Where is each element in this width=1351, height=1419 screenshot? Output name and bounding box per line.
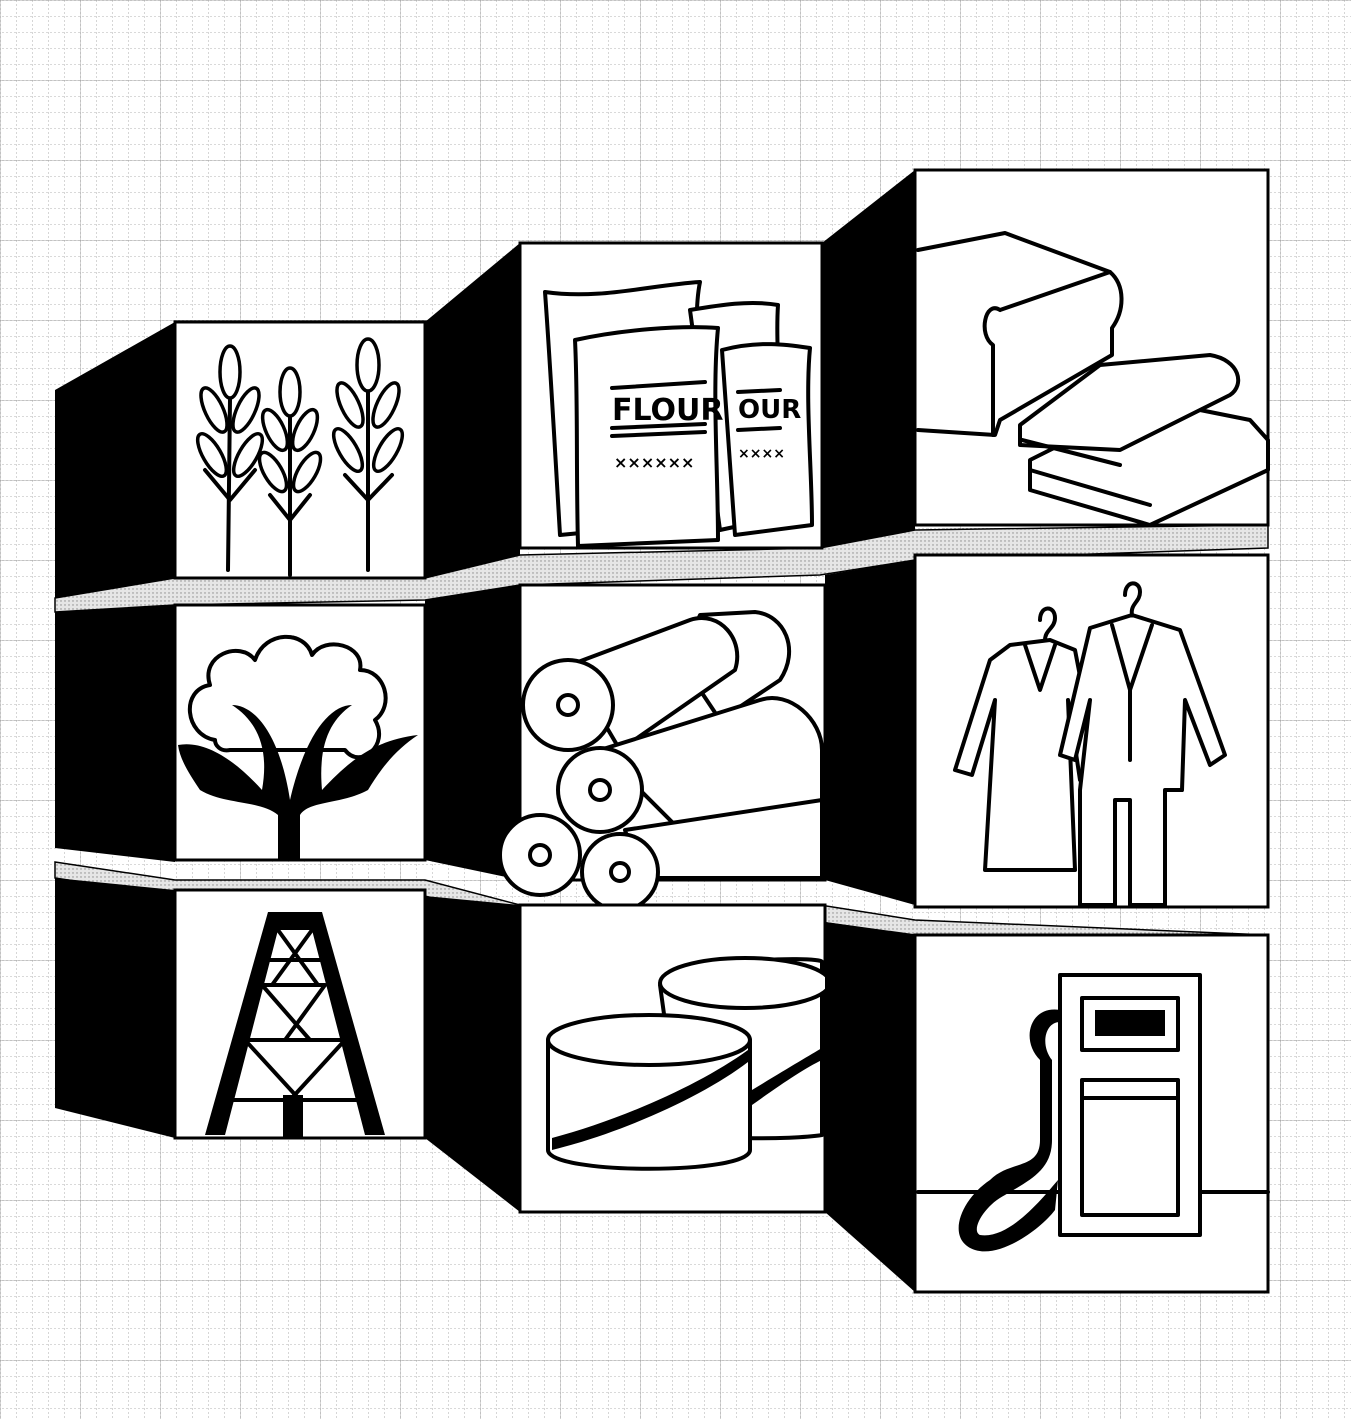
flour-marks-partial: ×××× (738, 446, 785, 462)
flour-label: FLOUR (612, 393, 724, 428)
flour-marks: ×××××× (614, 453, 694, 472)
flour-sacks-icon: FLOUR OUR ×××××× ×××× (545, 282, 812, 546)
row-cotton (55, 555, 1268, 910)
flour-label-partial: OUR (738, 395, 801, 425)
